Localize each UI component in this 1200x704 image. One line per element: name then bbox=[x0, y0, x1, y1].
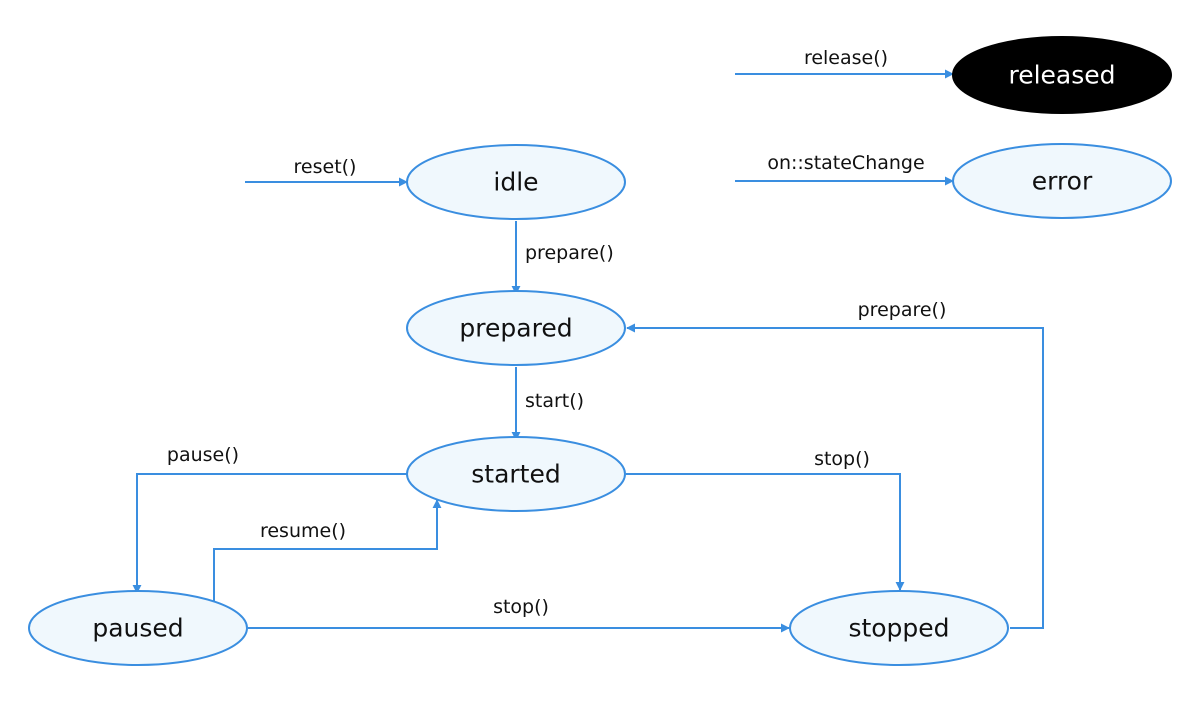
state-idle-shape bbox=[406, 144, 626, 220]
state-prepared-label: prepared bbox=[459, 314, 572, 343]
state-started-shape bbox=[406, 436, 626, 512]
state-stopped: stopped bbox=[789, 590, 1009, 666]
edge-pause: pause() bbox=[132, 444, 407, 594]
state-stopped-label: stopped bbox=[848, 614, 949, 643]
state-prepared-shape bbox=[406, 290, 626, 366]
state-error-shape bbox=[952, 143, 1172, 219]
edge-paused-stop-label: stop() bbox=[493, 596, 549, 618]
edge-start: start() bbox=[511, 367, 584, 441]
state-paused-label: paused bbox=[92, 614, 183, 643]
state-released-label: released bbox=[1008, 61, 1115, 90]
edge-release: release() bbox=[735, 47, 954, 79]
edge-stopped-prepare-line bbox=[626, 323, 1044, 629]
state-error-label: error bbox=[1032, 167, 1093, 196]
state-idle-label: idle bbox=[493, 168, 538, 197]
edge-reset: reset() bbox=[245, 156, 408, 187]
edge-started-stop-line bbox=[626, 473, 905, 591]
edge-pause-label: pause() bbox=[167, 444, 239, 466]
edge-resume-label: resume() bbox=[260, 520, 346, 542]
edge-started-stop: stop() bbox=[626, 448, 905, 591]
state-started-label: started bbox=[471, 460, 560, 489]
state-error: error bbox=[952, 143, 1172, 219]
state-prepared: prepared bbox=[406, 290, 626, 366]
edge-start-label: start() bbox=[525, 390, 584, 412]
state-started: started bbox=[406, 436, 626, 512]
edge-reset-label: reset() bbox=[294, 156, 357, 178]
edge-release-label: release() bbox=[804, 47, 888, 69]
state-released: released bbox=[952, 36, 1172, 114]
edge-stopped-prepare: prepare() bbox=[626, 299, 1044, 629]
edge-state-change: on::stateChange bbox=[735, 152, 954, 186]
edge-paused-stop: stop() bbox=[248, 596, 790, 633]
edge-resume: resume() bbox=[213, 499, 442, 601]
edge-idle-prepare: prepare() bbox=[511, 221, 614, 295]
edge-resume-line bbox=[213, 499, 442, 601]
state-released-shape bbox=[952, 36, 1172, 114]
edge-idle-prepare-label: prepare() bbox=[525, 242, 614, 264]
state-stopped-shape bbox=[789, 590, 1009, 666]
edge-started-stop-label: stop() bbox=[814, 448, 870, 470]
edge-pause-line bbox=[132, 473, 407, 594]
edge-state-change-label: on::stateChange bbox=[767, 152, 924, 174]
state-paused-shape bbox=[28, 590, 248, 666]
state-idle: idle bbox=[406, 144, 626, 220]
state-paused: paused bbox=[28, 590, 248, 666]
edge-stopped-prepare-label: prepare() bbox=[858, 299, 947, 321]
